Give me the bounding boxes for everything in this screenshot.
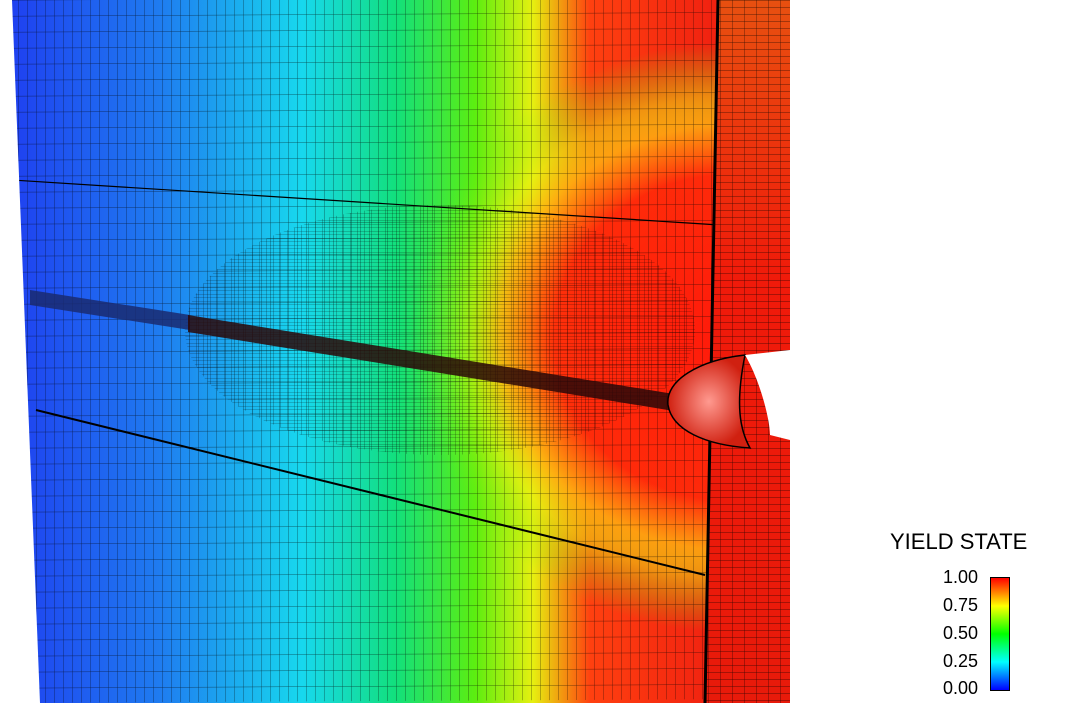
legend-tick: 0.75 — [942, 595, 978, 615]
color-legend: YIELD STATE 1.00 0.75 0.50 0.25 0.00 — [880, 525, 1070, 700]
legend-title: YIELD STATE — [890, 529, 1028, 554]
legend-tick: 0.00 — [942, 678, 978, 698]
mesh-front-face — [12, 0, 720, 703]
mesh-side-face — [703, 0, 790, 704]
legend-colorbar — [990, 577, 1010, 691]
legend-tick: 1.00 — [942, 567, 978, 587]
notch-hole — [667, 350, 790, 449]
legend-tick: 0.25 — [942, 651, 978, 671]
legend-tick: 0.50 — [942, 623, 978, 643]
